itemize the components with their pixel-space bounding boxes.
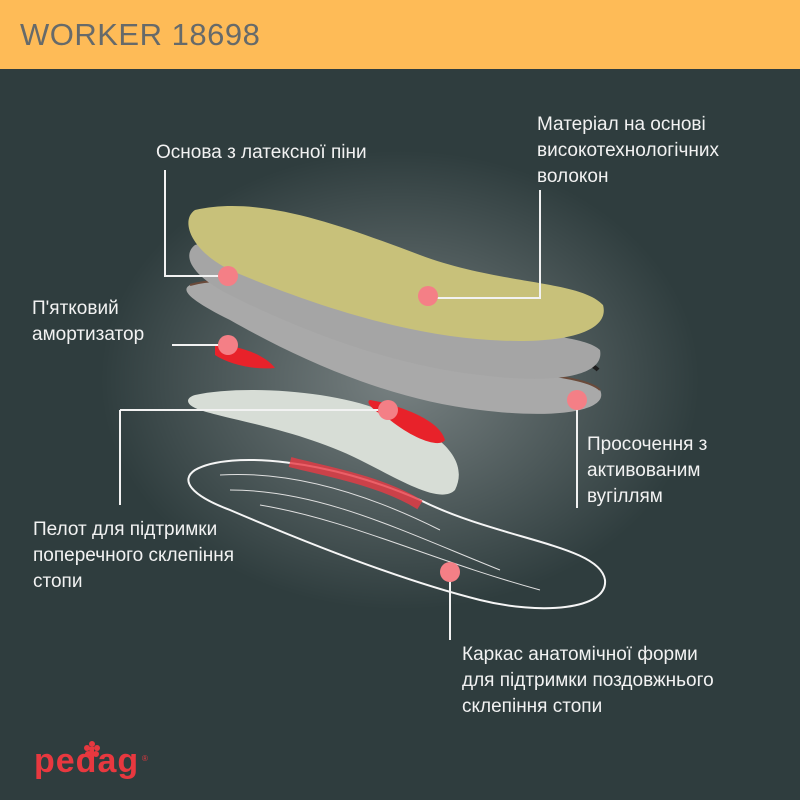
callout-lines [119,170,578,640]
label-heel-absorber: П'ятковий амортизатор [32,298,145,345]
dot-carbon [567,390,587,410]
dot-frame [440,562,460,582]
label-frame: Каркас анатомічної форми для підтримки п… [462,644,714,717]
insole-layers-illustration [100,150,700,640]
dot-material [418,286,438,306]
label-latex-base: Основа з латексної піни [156,142,367,163]
logo-text: pedag [34,742,140,780]
top-material-layer [188,206,604,341]
label-carbon: Просочення з активованим вугіллям [587,434,708,507]
header-bar: WORKER 18698 [0,0,800,69]
label-material: Матеріал на основі високотехнологічних в… [537,114,719,187]
dot-latex [218,266,238,286]
registered-mark: ® [142,754,148,763]
label-pelot: Пелот для підтримки поперечного склепінн… [33,519,234,592]
flower-icon [84,741,100,757]
dot-pelot [378,400,398,420]
callout-dots [218,266,587,582]
wireframe-frame-layer [187,457,607,610]
product-title: WORKER 18698 [20,17,261,52]
dot-heel [218,335,238,355]
